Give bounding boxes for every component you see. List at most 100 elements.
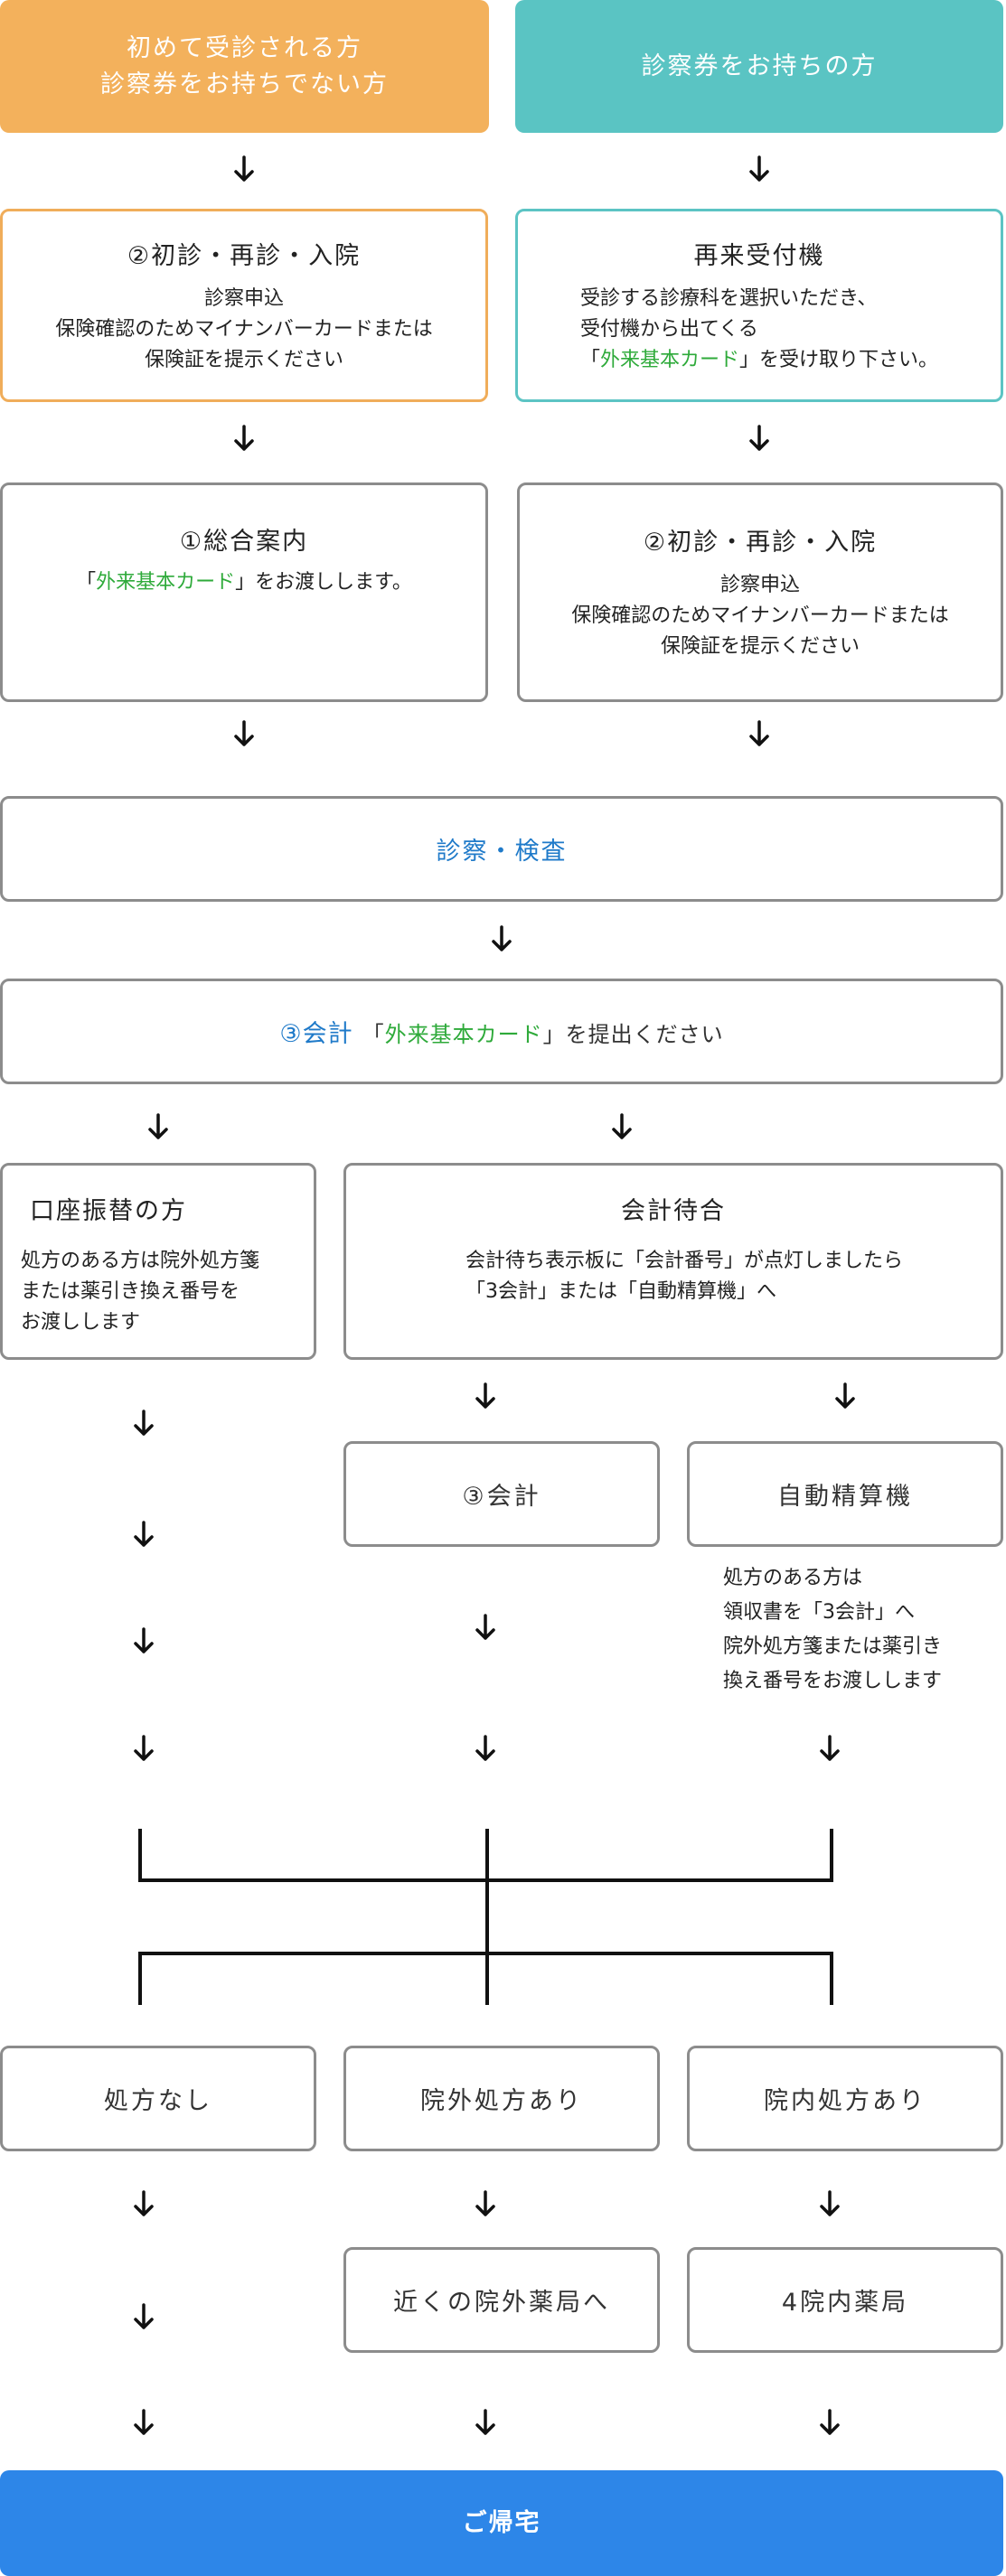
- arrow-down-icon: [234, 720, 254, 746]
- accounting-3-label: ③会計: [462, 1483, 541, 1511]
- arrow-down-icon: [134, 1735, 154, 1761]
- basic-card-label: 外来基本カード: [599, 348, 739, 371]
- bank-transfer-box: 口座振替の方 処方のある方は院外処方箋 または薬引き換え番号を お渡しします: [0, 1163, 316, 1360]
- reception-returning-line3: 保険証を提示ください: [660, 635, 860, 658]
- accounting-box: ③会計「外来基本カード」を提出ください: [0, 979, 1003, 1084]
- connector-line: [138, 1952, 142, 2005]
- waiting-area-text: 会計待ち表示板に「会計番号」が点灯しましたら 「3会計」または「自動精算機」へ: [465, 1246, 903, 1307]
- arrow-down-icon: [234, 155, 254, 182]
- bank-transfer-line2: または薬引き換え番号を: [21, 1280, 240, 1303]
- go-home-box: ご帰宅: [0, 2470, 1003, 2576]
- reception-returning-line1: 診察申込: [719, 574, 800, 596]
- exam-box: 診察・検査: [0, 796, 1003, 902]
- first-visit-reception-line2: 保険確認のためマイナンバーカードまたは: [55, 317, 433, 341]
- outside-prescription-box: 院外処方あり: [343, 2046, 660, 2151]
- reentry-machine-line2: 受付機から出てくる: [579, 317, 758, 341]
- reception-returning-line2: 保険確認のためマイナンバーカードまたは: [571, 604, 949, 627]
- arrow-down-icon: [134, 2409, 154, 2435]
- first-visit-reception-line3: 保険証を提示ください: [144, 348, 343, 371]
- reentry-machine-line1: 受診する診療科を選択いただき、: [579, 286, 878, 310]
- arrow-down-icon: [820, 2190, 840, 2216]
- accounting-3-box: ③会計: [343, 1441, 660, 1547]
- arrow-down-icon: [134, 2303, 154, 2329]
- reentry-machine-line3: 「外来基本カード」を受け取り下さい。: [580, 345, 938, 376]
- quote-close-text: 」を受け取り下さい。: [739, 348, 939, 371]
- quote-close-text: 」を提出ください: [542, 1022, 724, 1047]
- reentry-machine-box: 再来受付機 受診する診療科を選択いただき、 受付機から出てくる 「外来基本カード…: [515, 209, 1003, 402]
- returning-patient-header: 診察券をお持ちの方: [515, 0, 1003, 133]
- auto-payment-note-line3: 院外処方箋または薬引き: [723, 1635, 943, 1658]
- no-prescription-label: 処方なし: [104, 2087, 212, 2115]
- arrow-down-icon: [475, 1382, 495, 1409]
- outside-pharmacy-box: 近くの院外薬局へ: [343, 2247, 660, 2353]
- bank-transfer-text: 処方のある方は院外処方箋 または薬引き換え番号を お渡しします: [21, 1246, 259, 1338]
- arrow-down-icon: [492, 925, 512, 951]
- auto-payment-note-line1: 処方のある方は: [723, 1567, 863, 1589]
- bank-transfer-line1: 処方のある方は院外処方箋: [21, 1250, 260, 1272]
- connector-line: [138, 1952, 833, 1955]
- returning-patient-label: 診察券をお持ちの方: [641, 52, 878, 80]
- quote-open: 「: [579, 348, 600, 371]
- arrow-down-icon: [475, 1735, 495, 1761]
- arrow-down-icon: [134, 1410, 154, 1436]
- exam-title: 診察・検査: [436, 838, 568, 866]
- new-patient-line2: 診察券をお持ちでない方: [100, 70, 389, 98]
- general-info-text: 「外来基本カード」をお渡しします。: [3, 567, 485, 598]
- connector-line: [830, 1829, 833, 1882]
- accounting-prefix: ③会計: [279, 1020, 353, 1048]
- first-visit-reception-line1: 診察申込: [203, 286, 284, 310]
- connector-line: [830, 1952, 833, 2005]
- no-prescription-box: 処方なし: [0, 2046, 316, 2151]
- waiting-area-box: 会計待合 会計待ち表示板に「会計番号」が点灯しましたら 「3会計」または「自動精…: [343, 1163, 1003, 1360]
- waiting-area-line2: 「3会計」または「自動精算機」へ: [465, 1280, 776, 1303]
- arrow-down-icon: [835, 1382, 855, 1409]
- waiting-area-title: 会計待合: [621, 1197, 726, 1225]
- arrow-down-icon: [475, 2190, 495, 2216]
- new-patient-line1: 初めて受診される方: [127, 33, 362, 62]
- accounting-text: ③会計「外来基本カード」を提出ください: [279, 1014, 723, 1049]
- reception-box-returning: ②初診・再診・入院 診察申込 保険確認のためマイナンバーカードまたは 保険証を提…: [517, 482, 1003, 702]
- auto-payment-note-line2: 領収書を「3会計」へ: [723, 1601, 915, 1624]
- first-visit-reception-title: ②初診・再診・入院: [127, 241, 362, 270]
- new-patient-header: 初めて受診される方 診察券をお持ちでない方: [0, 0, 489, 133]
- arrow-down-icon: [134, 1521, 154, 1547]
- arrow-down-icon: [749, 425, 769, 451]
- outside-pharmacy-label: 近くの院外薬局へ: [393, 2289, 610, 2317]
- inside-prescription-label: 院内処方あり: [764, 2087, 926, 2115]
- quote-open: 「: [362, 1022, 385, 1047]
- basic-card-label: 外来基本カード: [96, 571, 236, 594]
- arrow-down-icon: [749, 720, 769, 746]
- connector-line: [138, 1829, 142, 1882]
- inside-pharmacy-label: 4院内薬局: [781, 2289, 909, 2317]
- bank-transfer-line3: お渡しします: [21, 1311, 141, 1334]
- first-visit-reception-box: ②初診・再診・入院 診察申込 保険確認のためマイナンバーカードまたは 保険証を提…: [0, 209, 488, 402]
- arrow-down-icon: [820, 1735, 840, 1761]
- reception-returning-title: ②初診・再診・入院: [643, 529, 878, 557]
- auto-payment-note-line4: 換え番号をお渡しします: [723, 1670, 943, 1692]
- arrow-down-icon: [234, 425, 254, 451]
- outside-prescription-label: 院外処方あり: [420, 2087, 583, 2115]
- auto-payment-note: 処方のある方は 領収書を「3会計」へ 院外処方箋または薬引き 換え番号をお渡しし…: [723, 1561, 942, 1699]
- arrow-down-icon: [134, 1627, 154, 1653]
- inside-prescription-box: 院内処方あり: [687, 2046, 1003, 2151]
- inside-pharmacy-box: 4院内薬局: [687, 2247, 1003, 2353]
- connector-line: [485, 1829, 489, 2005]
- quote-open: 「: [76, 571, 97, 594]
- arrow-down-icon: [820, 2409, 840, 2435]
- general-info-title: ①総合案内: [179, 528, 309, 556]
- bank-transfer-title: 口座振替の方: [30, 1197, 187, 1225]
- arrow-down-icon: [148, 1113, 168, 1139]
- reentry-machine-title: 再来受付機: [693, 241, 825, 270]
- arrow-down-icon: [475, 2409, 495, 2435]
- waiting-area-line1: 会計待ち表示板に「会計番号」が点灯しましたら: [465, 1250, 904, 1272]
- auto-payment-machine-box: 自動精算機: [687, 1441, 1003, 1547]
- arrow-down-icon: [134, 2190, 154, 2216]
- quote-close-text: 」をお渡しします。: [235, 571, 412, 594]
- go-home-label: ご帰宅: [462, 2508, 541, 2537]
- arrow-down-icon: [612, 1113, 632, 1139]
- arrow-down-icon: [749, 155, 769, 182]
- general-info-box: ①総合案内 「外来基本カード」をお渡しします。: [0, 482, 488, 702]
- auto-payment-machine-label: 自動精算機: [777, 1483, 913, 1511]
- basic-card-label: 外来基本カード: [384, 1022, 543, 1047]
- arrow-down-icon: [475, 1614, 495, 1640]
